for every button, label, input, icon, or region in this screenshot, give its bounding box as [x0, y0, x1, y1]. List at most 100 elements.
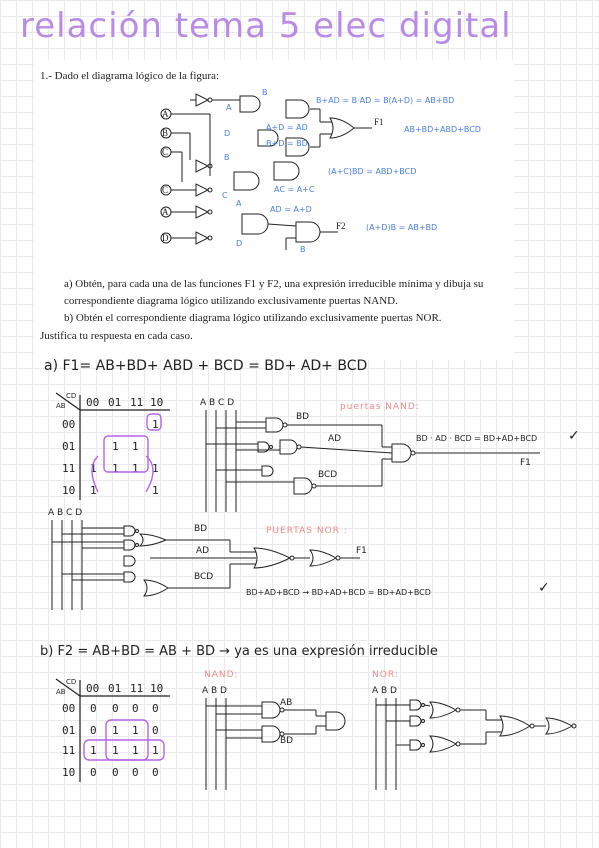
annotation-ac: AC = A+C	[274, 185, 315, 194]
input-b-label: B	[162, 128, 168, 138]
nand-a-inputs: A B C D	[200, 398, 235, 408]
kmap-a-group-bcd	[146, 413, 162, 431]
annotation-f2-expr: (A+D)B = AB+BD	[366, 223, 437, 232]
kmap-a-col-00: 00	[86, 396, 100, 409]
input-d-label: D	[162, 233, 169, 243]
problem-part-a: a) Obtén, para cada una de las funciones…	[64, 278, 484, 307]
input-a-label: A	[162, 109, 169, 119]
nor-a-term-bd: BD	[194, 524, 208, 534]
annotation-b-bar: B	[262, 88, 268, 97]
kmap-b-col-00: 00	[86, 682, 100, 695]
nor-a-result: BD+AD+BCD → BD+AD+BCD = BD+AD+BCD	[246, 588, 431, 597]
problem-number: 1.-	[40, 70, 52, 82]
kmap-a-cell: 1	[90, 462, 97, 475]
kmap-a-row-01: 01	[62, 440, 76, 453]
input-c-label: C	[162, 147, 168, 157]
kmap-b-cell: 1	[132, 724, 139, 737]
nand-b-term-bd: BD	[280, 736, 294, 746]
kmap-b-cell: 0	[132, 702, 139, 715]
annotation-c: C	[222, 191, 228, 200]
kmap-b-col-11: 11	[130, 682, 144, 695]
kmap-a-col-11: 11	[130, 396, 144, 409]
kmap-b-cell: 0	[90, 702, 97, 715]
nand-a-term-bd: BD	[296, 412, 310, 422]
nand-a-result: BD · AD · BCD = BD+AD+BCD	[416, 434, 538, 443]
annotation-b: B	[224, 153, 230, 162]
kmap-b-col-01: 01	[108, 682, 122, 695]
nand-a-term-ad: AD	[328, 434, 342, 444]
annotation-ad: AD = A+D	[270, 205, 312, 214]
kmap-b-cell: 0	[152, 724, 159, 737]
kmap-a-col-10: 10	[150, 396, 164, 409]
nand-b-title: NAND:	[204, 670, 239, 680]
kmap-a-row-00: 00	[62, 418, 76, 431]
kmap-a-cell: 1	[132, 440, 139, 453]
kmap-b-cell: 1	[112, 724, 119, 737]
kmap-a-corner-top: CD	[66, 392, 77, 400]
annotation-f1-expr: AB+BD+ABD+BCD	[404, 125, 481, 134]
kmap-b-cell: 0	[112, 702, 119, 715]
kmap-b-cell: 1	[112, 744, 119, 757]
nand-a-term-bcd: BCD	[318, 470, 338, 480]
problem-part-b: b) Obtén el correspondiente diagrama lóg…	[64, 312, 442, 324]
kmap-b-group-ab	[83, 739, 165, 761]
annotation-b-small: B	[300, 245, 306, 254]
kmap-b-col-10: 10	[150, 682, 164, 695]
nor-b-inputs: A B D	[372, 686, 397, 696]
annotation-d-bar: D	[236, 239, 242, 248]
output-f2-label: F2	[336, 221, 346, 231]
kmap-b-row-01: 01	[62, 724, 76, 737]
input-c2-label: C	[162, 185, 168, 195]
kmap-b-cell: 0	[112, 766, 119, 779]
nor-a-check: ✓	[538, 580, 550, 596]
annotation-b-plus-d: B+D = BD	[266, 139, 308, 148]
kmap-a-cell: 1	[152, 418, 159, 431]
nor-a-term-bcd: BCD	[194, 572, 214, 582]
kmap-b-corner-top: CD	[66, 678, 77, 686]
solution-b-header: b) F2 = AB+BD = AB + BD → ya es una expr…	[40, 644, 438, 659]
annotation-a-bar: A	[236, 199, 242, 208]
kmap-a-cell: 1	[132, 462, 139, 475]
output-f1-label: F1	[374, 117, 384, 127]
kmap-a-col-01: 01	[108, 396, 122, 409]
kmap-a-row-11: 11	[62, 462, 76, 475]
kmap-b-corner-left: AB	[56, 688, 66, 696]
kmap-a-row-10: 10	[62, 484, 76, 497]
nand-b-inputs: A B D	[202, 686, 227, 696]
annotation-a: A	[226, 103, 232, 112]
kmap-b-cell: 1	[132, 744, 139, 757]
kmap-b-cell: 1	[90, 744, 97, 757]
kmap-a-group-bd	[103, 435, 149, 473]
kmap-b-cell: 0	[90, 724, 97, 737]
annotation-eq1: B+AD = B·AD = B(A+D) = AB+BD	[316, 96, 454, 105]
kmap-b-cell: 0	[132, 766, 139, 779]
input-a2-label: A	[162, 207, 169, 217]
solution-a-header: a) F1= AB+BD+ ABD + BCD = BD+ AD+ BCD	[44, 358, 368, 374]
problem-statement: 1.- Dado el diagrama lógico de la figura…	[40, 70, 219, 82]
page-title: relación tema 5 elec digital	[20, 6, 512, 46]
kmap-b-cell: 0	[152, 702, 159, 715]
nand-a-title: puertas NAND:	[340, 402, 420, 412]
kmap-a-cell: 1	[90, 484, 97, 497]
nor-a-output: F1	[356, 546, 367, 556]
annotation-eq2: (A+C)BD = ABD+BCD	[328, 167, 416, 176]
kmap-b-cell: 0	[152, 766, 159, 779]
annotation-d: D	[224, 129, 230, 138]
nor-a-title: PUERTAS NOR :	[266, 526, 348, 536]
problem-text: Dado el diagrama lógico de la figura:	[54, 70, 219, 82]
kmap-a-corner-left: AB	[56, 402, 66, 410]
annotation-a-plus-d: A+D = AD	[266, 123, 308, 132]
nor-a-term-ad: AD	[196, 546, 210, 556]
kmap-b-cell: 1	[152, 744, 159, 757]
kmap-b-row-00: 00	[62, 702, 76, 715]
nor-a-inputs: A B C D	[48, 508, 83, 518]
nand-a-output: F1	[520, 458, 531, 468]
kmap-a-cell: 1	[152, 462, 159, 475]
kmap-b-cell: 0	[90, 766, 97, 779]
